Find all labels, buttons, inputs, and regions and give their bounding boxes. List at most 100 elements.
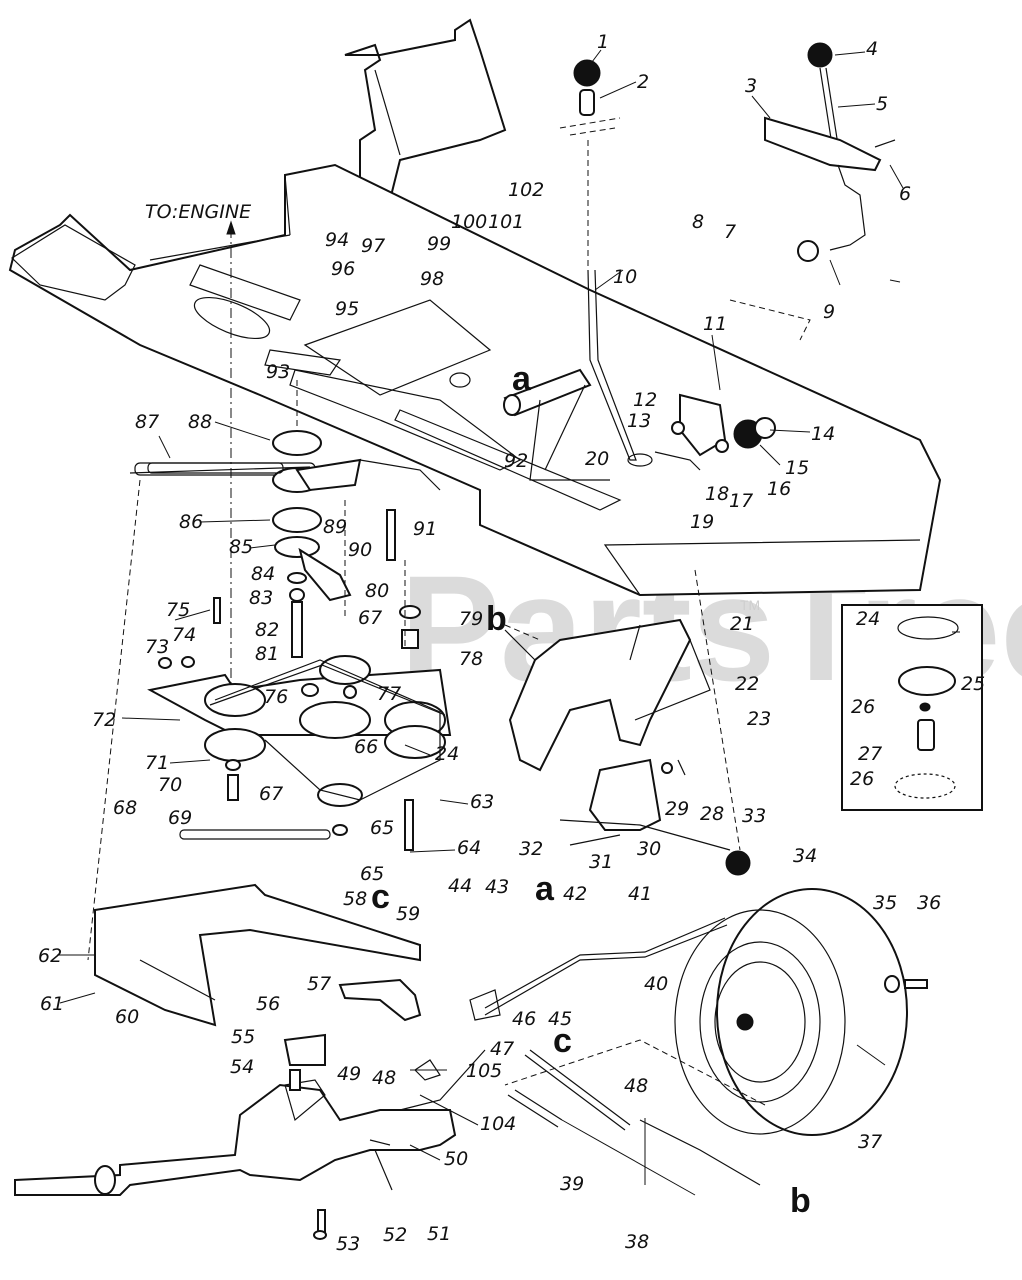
frame-plate <box>8 163 942 597</box>
callout-51: 51 <box>427 1223 451 1245</box>
callout-29: 29 <box>665 798 689 820</box>
callout-35: 35 <box>873 892 897 914</box>
ref-letter-c-bottom: c <box>553 1022 572 1060</box>
callout-25: 25 <box>961 673 985 695</box>
callout-67a: 67 <box>259 783 283 805</box>
callout-73: 73 <box>145 636 169 658</box>
callout-47: 47 <box>490 1038 514 1060</box>
springs <box>147 462 331 840</box>
callout-97: 97 <box>361 235 385 257</box>
callout-5: 5 <box>876 93 888 115</box>
callout-11: 11 <box>703 313 727 335</box>
svg-text:TM: TM <box>740 597 760 613</box>
callout-16: 16 <box>767 478 791 500</box>
callout-67b: 67 <box>358 607 382 629</box>
ref-letter-a-top: a <box>512 360 532 398</box>
callout-48b: 48 <box>624 1075 648 1097</box>
callout-101: 101 <box>488 211 524 233</box>
callout-86: 86 <box>179 511 203 533</box>
callout-75: 75 <box>166 599 190 621</box>
callout-60: 60 <box>115 1006 139 1028</box>
knob-33 <box>725 850 751 876</box>
callout-98: 98 <box>420 268 444 290</box>
callout-71: 71 <box>145 752 169 774</box>
callout-31: 31 <box>589 851 613 873</box>
callout-49: 49 <box>337 1063 361 1085</box>
callout-8: 8 <box>692 211 704 233</box>
callout-59: 59 <box>396 903 420 925</box>
callout-14: 14 <box>811 423 835 445</box>
callout-102: 102 <box>508 179 544 201</box>
callout-74: 74 <box>172 624 196 646</box>
leader-lines <box>57 49 904 1161</box>
callout-65b: 65 <box>360 863 384 885</box>
callout-77: 77 <box>377 683 401 705</box>
callout-70: 70 <box>158 774 182 796</box>
shift-lever-assembly <box>559 59 637 461</box>
rear-wheel <box>674 888 928 1136</box>
callout-52: 52 <box>383 1224 407 1246</box>
callout-84: 84 <box>251 563 275 585</box>
ref-letter-c-top: c <box>371 878 390 916</box>
callout-83: 83 <box>249 587 273 609</box>
callout-87: 87 <box>135 411 159 433</box>
callout-inset-24: 24 <box>856 608 880 630</box>
callout-89: 89 <box>323 516 347 538</box>
callout-28: 28 <box>700 803 724 825</box>
callout-44: 44 <box>448 875 472 897</box>
callout-10: 10 <box>613 266 637 288</box>
inset-pulley-detail <box>841 604 983 811</box>
callout-58: 58 <box>343 888 367 910</box>
callout-78: 78 <box>459 648 483 670</box>
callout-1: 1 <box>597 31 609 53</box>
callout-68: 68 <box>113 797 137 819</box>
callout-42: 42 <box>563 883 587 905</box>
callout-13: 13 <box>627 410 651 432</box>
callout-100: 100 <box>451 211 487 233</box>
svg-text:TO:ENGINE: TO:ENGINE <box>145 201 251 223</box>
callout-30: 30 <box>637 838 661 860</box>
pulley-belt-assembly <box>147 655 452 851</box>
transaxle <box>14 989 501 1240</box>
brake-pedal <box>503 368 610 481</box>
callout-66: 66 <box>354 736 378 758</box>
callout-12: 12 <box>633 389 657 411</box>
callout-50: 50 <box>444 1148 468 1170</box>
callout-81: 81 <box>255 643 279 665</box>
callout-72: 72 <box>92 709 116 731</box>
callout-79: 79 <box>459 608 483 630</box>
callout-26a: 26 <box>851 696 875 718</box>
callout-41: 41 <box>628 883 652 905</box>
callout-9: 9 <box>823 301 835 323</box>
callout-93: 93 <box>266 361 290 383</box>
callout-105: 105 <box>466 1060 502 1082</box>
callout-95: 95 <box>335 298 359 320</box>
callout-23: 23 <box>747 708 771 730</box>
clutch-linkage <box>654 393 776 471</box>
callouts: 1 2 3 4 5 6 7 8 9 10 11 12 13 14 15 16 1… <box>38 31 985 1255</box>
brake-bracket <box>504 618 731 851</box>
callout-21: 21 <box>730 613 754 635</box>
transmission-mount-plate <box>94 883 422 1027</box>
callout-18: 18 <box>705 483 729 505</box>
callout-46: 46 <box>512 1008 536 1030</box>
callout-33: 33 <box>742 805 766 827</box>
callout-94: 94 <box>325 229 349 251</box>
callout-40: 40 <box>644 973 668 995</box>
lower-springs-and-rods <box>507 1049 761 1196</box>
callout-65a: 65 <box>370 817 394 839</box>
callout-26b: 26 <box>850 768 874 790</box>
callout-104: 104 <box>480 1113 516 1135</box>
callout-17: 17 <box>729 490 753 512</box>
callout-62: 62 <box>38 945 62 967</box>
ref-letter-a-bottom: a <box>535 870 555 908</box>
callout-99: 99 <box>427 233 451 255</box>
ref-letter-b-bottom: b <box>790 1182 811 1220</box>
callout-39: 39 <box>560 1173 584 1195</box>
callout-24: 24 <box>435 743 459 765</box>
callout-88: 88 <box>188 411 212 433</box>
callout-34: 34 <box>793 845 817 867</box>
callout-61: 61 <box>40 993 64 1015</box>
callout-57: 57 <box>307 973 331 995</box>
